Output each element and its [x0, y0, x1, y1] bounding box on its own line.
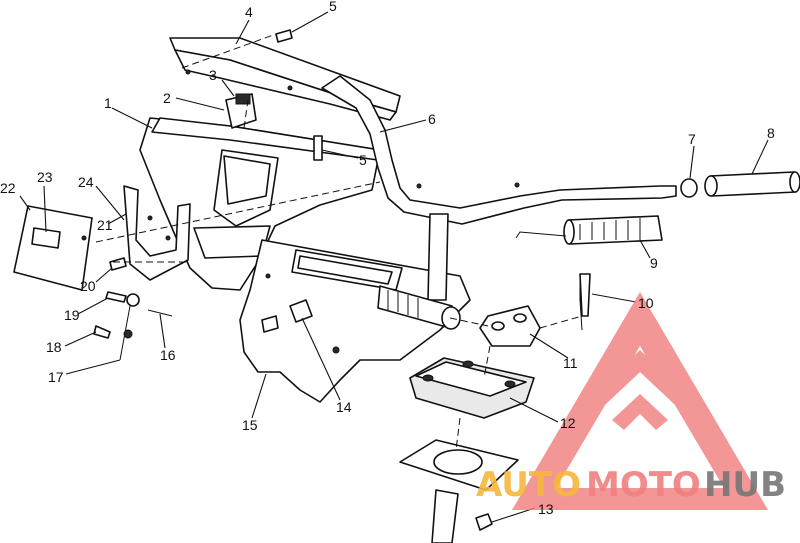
callout-17: 17: [48, 369, 64, 385]
assembly-lines: [95, 33, 583, 451]
callout-21: 21: [97, 217, 113, 233]
steering-mount-plate-part: [399, 439, 519, 543]
callout-labels: 1 2 3 4 5 5 6 7 8 9 10 11 12 13 14 15 16…: [0, 0, 775, 517]
hardware-parts: [93, 29, 591, 531]
heated-grip-part: [515, 215, 663, 245]
callout-10: 10: [638, 295, 654, 311]
callout-18: 18: [46, 339, 62, 355]
callout-4: 4: [245, 4, 253, 20]
callout-11: 11: [563, 355, 578, 371]
lower-fairing-part: [239, 239, 471, 403]
callout-20: 20: [80, 278, 96, 294]
handlebar-part: [321, 75, 677, 225]
bracket-part: [123, 185, 191, 281]
callout-14: 14: [336, 399, 352, 415]
steering-shaft-part: [377, 213, 461, 330]
callout-8: 8: [767, 125, 775, 141]
callout-5-top: 5: [329, 0, 337, 14]
number-plate-part: [13, 205, 93, 291]
callout-12: 12: [560, 415, 576, 431]
callout-1: 1: [104, 95, 112, 111]
callout-22: 22: [0, 180, 16, 196]
callout-16: 16: [160, 347, 176, 363]
watermark-hub: HUB: [704, 465, 786, 505]
callout-3: 3: [209, 67, 217, 83]
leader-lines: [19, 11, 769, 523]
watermark-logo: [512, 292, 768, 510]
watermark-moto: MOTO: [586, 465, 701, 505]
grip-end-part: [680, 171, 800, 198]
callout-2: 2: [163, 90, 171, 106]
callout-23: 23: [37, 169, 53, 185]
callout-5-middle: 5: [359, 152, 367, 168]
callout-6: 6: [428, 111, 436, 127]
clamp-plate-part: [409, 357, 535, 419]
riser-block-part: [479, 280, 583, 347]
watermark-triangle-icon: [512, 292, 768, 510]
callout-19: 19: [64, 307, 80, 323]
watermark-auto: AUTO: [476, 465, 581, 505]
callout-24: 24: [78, 174, 94, 190]
callout-9: 9: [650, 255, 658, 271]
callout-15: 15: [242, 417, 258, 433]
callout-13: 13: [538, 501, 554, 517]
callout-7: 7: [688, 131, 696, 147]
